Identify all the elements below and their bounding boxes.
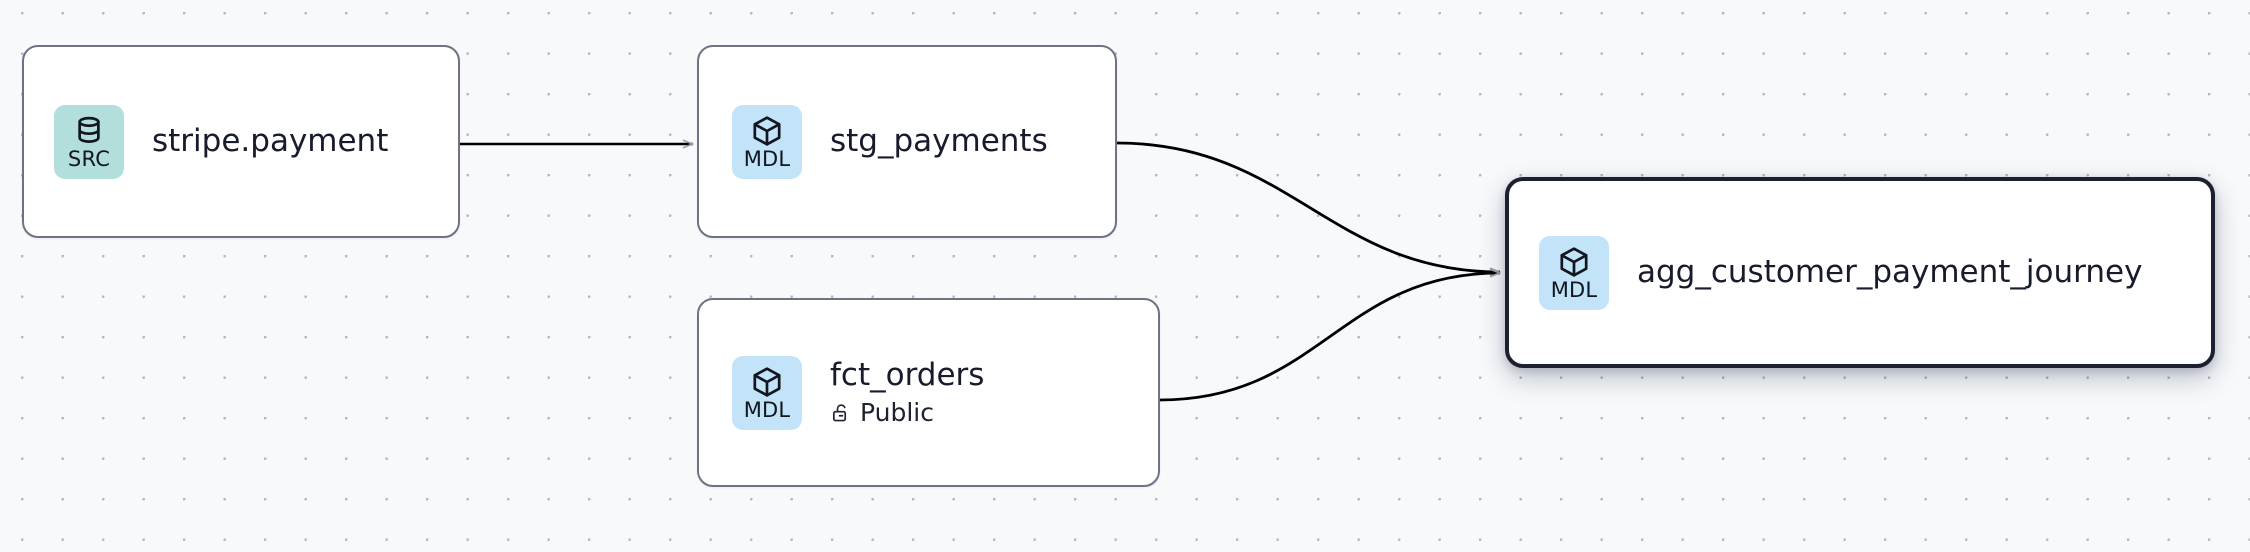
node-body: fct_orders Public	[830, 358, 984, 426]
node-title: agg_customer_payment_journey	[1637, 254, 2143, 291]
node-body: stripe.payment	[152, 124, 388, 159]
cube-icon	[750, 114, 784, 148]
database-icon	[72, 114, 106, 148]
node-badge-src: SRC	[54, 104, 124, 179]
node-badge-mdl: MDL	[1539, 235, 1609, 310]
cube-icon	[750, 365, 784, 399]
node-badge-mdl: MDL	[732, 104, 802, 179]
node-badge-label: MDL	[743, 146, 791, 171]
node-title: fct_orders	[830, 357, 985, 394]
edge-stg-payments-to-agg-customer-payment-journey	[1116, 141, 1500, 272]
lineage-node-stg-payments[interactable]: MDL stg_payments	[697, 45, 1117, 238]
lineage-node-stripe-payment[interactable]: SRC stripe.payment	[22, 45, 460, 238]
node-badge-label: MDL	[743, 397, 791, 422]
node-badge-mdl: MDL	[732, 355, 802, 430]
node-badge-label: SRC	[67, 146, 111, 171]
node-title: stripe.payment	[152, 123, 389, 160]
unlock-icon	[830, 402, 852, 424]
cube-icon	[1557, 245, 1591, 279]
edge-fct-orders-to-agg-customer-payment-journey	[1159, 273, 1500, 402]
node-body: stg_payments	[830, 124, 1048, 159]
node-visibility-label: Public	[860, 398, 934, 428]
node-visibility: Public	[830, 399, 984, 427]
lineage-node-fct-orders[interactable]: MDL fct_orders Public	[697, 298, 1160, 487]
lineage-node-agg-customer-payment-journey[interactable]: MDL agg_customer_payment_journey	[1505, 177, 2215, 368]
node-badge-label: MDL	[1550, 277, 1598, 302]
node-body: agg_customer_payment_journey	[1637, 255, 2142, 290]
node-title: stg_payments	[830, 123, 1048, 160]
